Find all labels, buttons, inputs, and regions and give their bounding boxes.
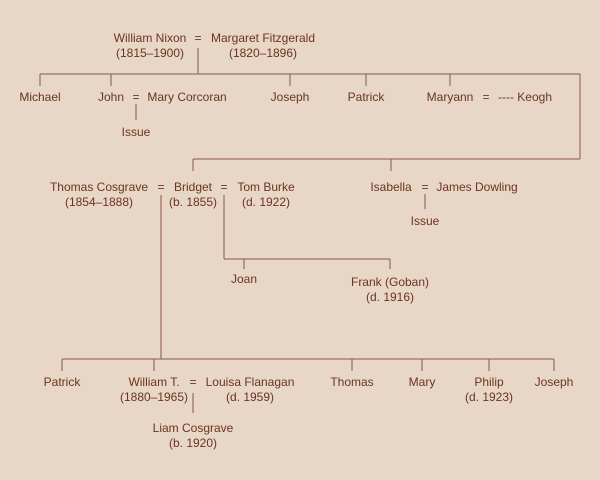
- dates: (1854–1888): [64, 195, 134, 209]
- person-liam-cosgrave: Liam Cosgrave (b. 1920): [153, 421, 234, 451]
- person-louisa-flanagan: Louisa Flanagan (d. 1959): [206, 375, 295, 405]
- name: William T.: [128, 375, 180, 389]
- marriage-symbol: =: [189, 375, 197, 389]
- person-keogh: ---- Keogh: [497, 90, 553, 104]
- person-isabella: Isabella: [370, 180, 412, 194]
- marriage-symbol: =: [482, 90, 490, 104]
- marriage-symbol: =: [157, 180, 165, 194]
- person-margaret-fitzgerald: Margaret Fitzgerald (1820–1896): [211, 31, 315, 61]
- person-patrick-cosgrave: Patrick: [43, 375, 81, 389]
- name: Margaret Fitzgerald: [210, 31, 316, 45]
- dates: (d. 1916): [365, 290, 415, 304]
- name: William Nixon: [113, 31, 187, 45]
- person-joseph: Joseph: [270, 90, 310, 104]
- person-bridget: Bridget (b. 1855): [169, 180, 217, 210]
- person-joseph-cosgrave: Joseph: [534, 375, 574, 389]
- person-tom-burke: Tom Burke (d. 1922): [237, 180, 294, 210]
- person-john: John: [97, 90, 125, 104]
- person-william-t: William T. (1880–1965): [120, 375, 188, 405]
- dates: (d. 1922): [241, 195, 291, 209]
- dates: (b. 1920): [168, 436, 218, 450]
- person-philip: Philip (d. 1923): [465, 375, 513, 405]
- person-mary-cosgrave: Mary: [408, 375, 436, 389]
- person-maryann: Maryann: [426, 90, 474, 104]
- person-mary-corcoran: Mary Corcoran: [147, 90, 227, 104]
- name: Thomas Cosgrave: [49, 180, 149, 194]
- dates: (d. 1923): [464, 390, 514, 404]
- person-michael: Michael: [19, 90, 61, 104]
- dates: (d. 1959): [225, 390, 275, 404]
- name: Tom Burke: [237, 180, 295, 194]
- name: Philip: [474, 375, 504, 389]
- dates: (1815–1900): [115, 46, 185, 60]
- dates: (1880–1965): [119, 390, 189, 404]
- person-frank-goban: Frank (Goban) (d. 1916): [351, 275, 429, 305]
- person-thomas-cosgrave: Thomas Cosgrave (1854–1888): [50, 180, 148, 210]
- name: Louisa Flanagan: [205, 375, 295, 389]
- marriage-symbol: =: [194, 31, 202, 45]
- person-thomas-cosgrave-jr: Thomas: [330, 375, 374, 389]
- dates: (1820–1896): [228, 46, 298, 60]
- marriage-symbol: =: [421, 180, 429, 194]
- person-william-nixon: William Nixon (1815–1900): [114, 31, 187, 61]
- issue-label: Issue: [410, 214, 440, 228]
- marriage-symbol: =: [220, 180, 228, 194]
- marriage-symbol: =: [132, 90, 140, 104]
- person-james-dowling: James Dowling: [436, 180, 518, 194]
- issue-label: Issue: [121, 125, 151, 139]
- dates: (b. 1855): [168, 195, 218, 209]
- name: Bridget: [173, 180, 213, 194]
- name: Frank (Goban): [350, 275, 430, 289]
- person-joan: Joan: [230, 272, 258, 286]
- name: Liam Cosgrave: [152, 421, 234, 435]
- person-patrick: Patrick: [347, 90, 385, 104]
